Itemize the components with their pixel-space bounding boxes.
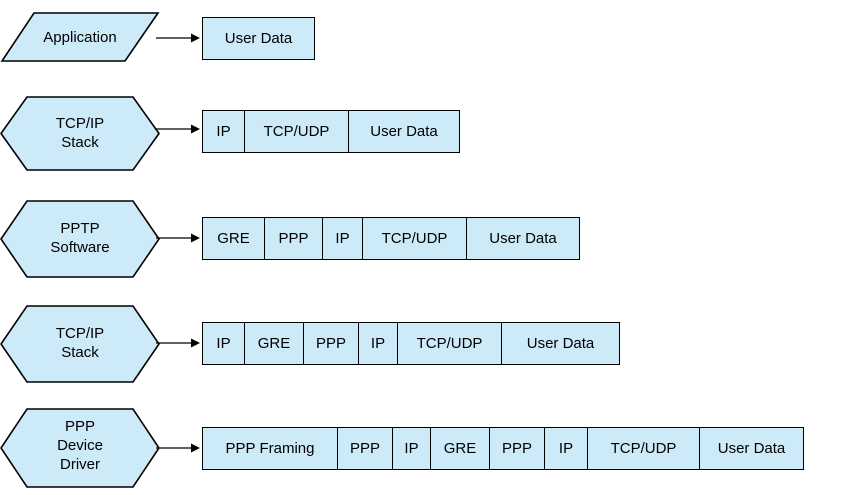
packet-field[interactable]: GRE — [203, 218, 265, 259]
packet-field[interactable]: User Data — [467, 218, 579, 259]
packet-field[interactable]: IP — [323, 218, 363, 259]
packet-field[interactable]: TCP/UDP — [588, 428, 700, 469]
stage-hexagon-shape — [0, 408, 160, 488]
flow-arrow-icon — [156, 124, 200, 134]
stage-hexagon-shape — [0, 96, 160, 171]
flow-arrow-icon — [156, 338, 200, 348]
packet-strip: User Data — [202, 17, 315, 60]
flow-arrow-icon — [156, 443, 200, 453]
packet-field[interactable]: PPP — [304, 323, 359, 364]
packet-field[interactable]: IP — [359, 323, 398, 364]
packet-field[interactable]: User Data — [349, 111, 459, 152]
packet-field[interactable]: User Data — [700, 428, 803, 469]
stage-node[interactable]: PPTP Software — [0, 200, 160, 278]
stage-node[interactable]: TCP/IP Stack — [0, 305, 160, 383]
packet-field[interactable]: PPP — [490, 428, 545, 469]
packet-field[interactable]: IP — [545, 428, 588, 469]
stage-parallelogram-shape — [0, 12, 160, 62]
packet-field[interactable]: IP — [393, 428, 431, 469]
packet-field[interactable]: User Data — [502, 323, 619, 364]
stage-node[interactable]: PPP Device Driver — [0, 408, 160, 488]
packet-field[interactable]: PPP Framing — [203, 428, 338, 469]
packet-field[interactable]: PPP — [338, 428, 393, 469]
flow-arrow-icon — [156, 33, 200, 43]
packet-field[interactable]: TCP/UDP — [363, 218, 467, 259]
packet-field[interactable]: IP — [203, 111, 245, 152]
stage-node[interactable]: Application — [0, 12, 160, 63]
packet-field[interactable]: GRE — [245, 323, 304, 364]
packet-field[interactable]: GRE — [431, 428, 490, 469]
packet-field[interactable]: TCP/UDP — [245, 111, 349, 152]
stage-node[interactable]: TCP/IP Stack — [0, 96, 160, 171]
packet-field[interactable]: TCP/UDP — [398, 323, 502, 364]
flow-arrow-icon — [156, 233, 200, 243]
stage-hexagon-shape — [0, 305, 160, 383]
stage-hexagon-shape — [0, 200, 160, 278]
packet-field[interactable]: IP — [203, 323, 245, 364]
packet-field[interactable]: User Data — [203, 18, 314, 59]
packet-field[interactable]: PPP — [265, 218, 323, 259]
